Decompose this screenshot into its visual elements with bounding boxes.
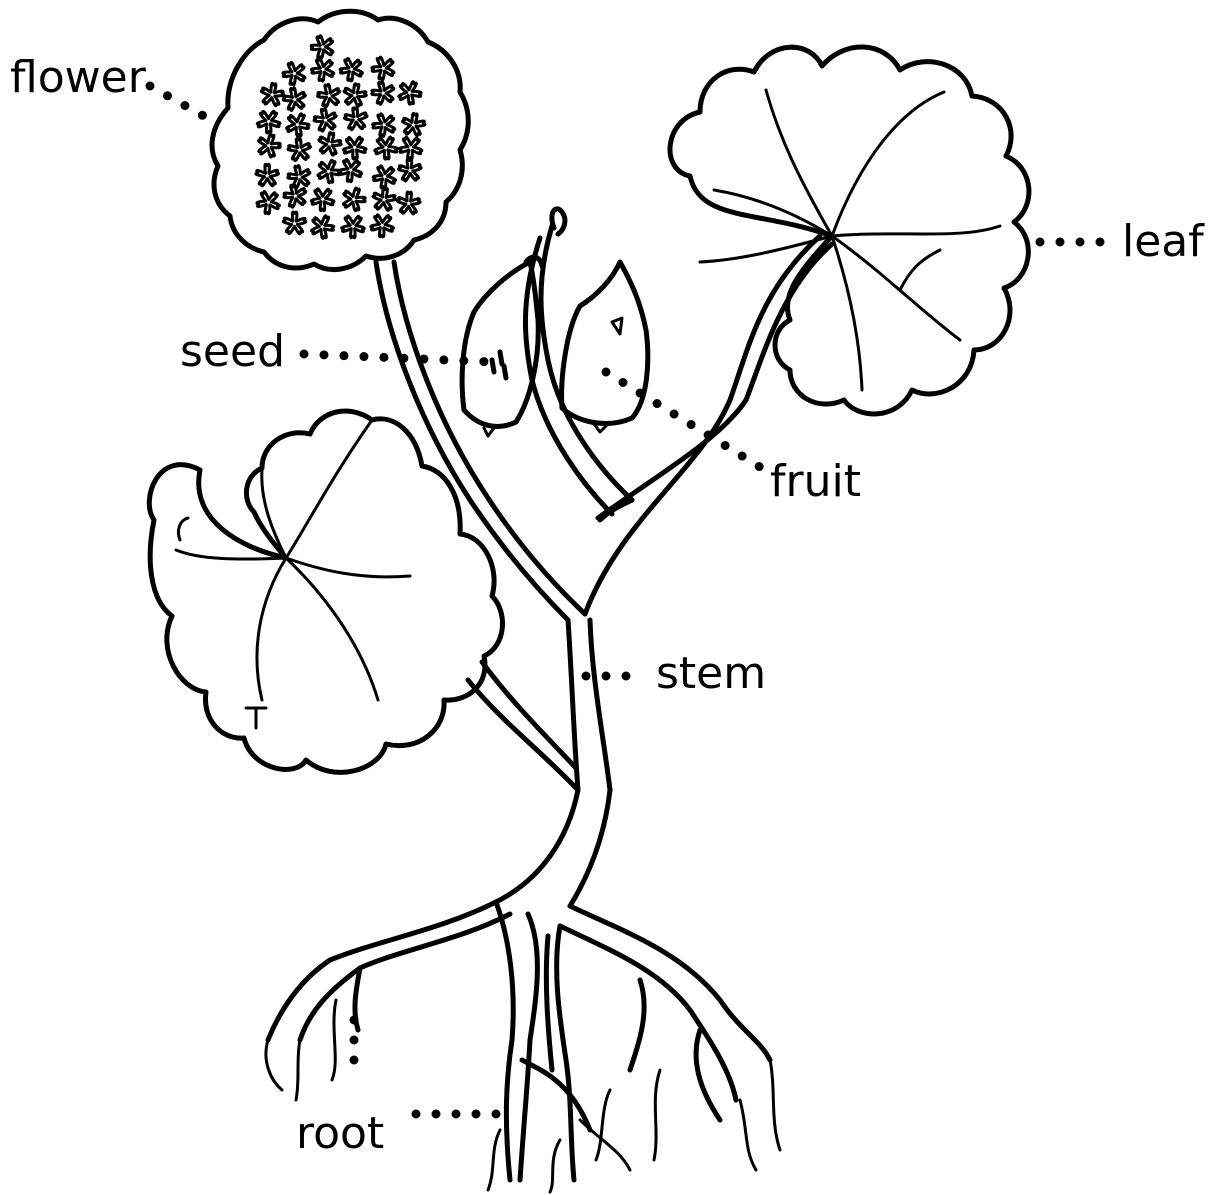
stem (376, 209, 832, 906)
fruit-label: fruit (770, 460, 861, 504)
floret (344, 108, 367, 130)
floret (342, 216, 365, 238)
floret (257, 111, 280, 133)
flower-head (212, 11, 468, 269)
floret (283, 88, 305, 111)
floret (373, 114, 395, 137)
floret (375, 137, 398, 159)
floret (318, 160, 340, 183)
floret (257, 192, 280, 214)
floret (319, 133, 341, 155)
root-label: root (296, 1112, 384, 1156)
floret (399, 137, 422, 159)
floret (402, 113, 424, 135)
seeds (492, 352, 506, 378)
floret (340, 58, 362, 80)
leaf-label: leaf (1122, 220, 1204, 264)
floret (283, 62, 305, 85)
floret (287, 114, 309, 136)
floret (372, 82, 394, 105)
floret (373, 188, 396, 210)
floret (311, 216, 333, 239)
flower-label: flower (10, 56, 146, 100)
floret (372, 57, 394, 80)
right-leaf (670, 47, 1029, 414)
stem-label: stem (656, 652, 766, 696)
floret (256, 164, 279, 186)
floret (311, 59, 333, 81)
floret (284, 185, 306, 208)
floret (399, 159, 422, 181)
floret (318, 84, 340, 107)
floret (373, 166, 395, 188)
floret (311, 36, 333, 59)
floret (344, 84, 366, 106)
seed-label: seed (180, 330, 285, 374)
floret (371, 215, 394, 237)
floret (397, 192, 420, 214)
floret (399, 82, 421, 104)
floret (283, 212, 306, 234)
floret (259, 134, 281, 157)
floret (339, 159, 362, 181)
floret (343, 137, 366, 159)
floret (261, 83, 283, 105)
flower-leader (150, 86, 218, 124)
fruit (462, 257, 648, 436)
floret (343, 188, 365, 211)
floret (314, 109, 336, 132)
floret (288, 138, 311, 160)
floret (311, 189, 334, 211)
